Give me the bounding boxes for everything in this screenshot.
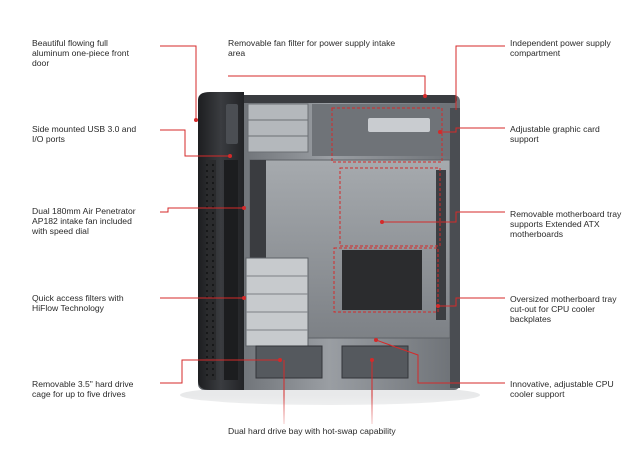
label-psu-compartment: Independent power supply compartment [510,38,611,58]
label-gpu-support: Adjustable graphic card support [510,124,600,144]
callout-dots [194,94,442,362]
rear-panel [450,108,460,388]
hdd-cage [245,257,309,347]
front-io-panel [226,104,238,144]
callout-lines [160,45,505,424]
label-hdd-bay: Dual hard drive bay with hot-swap capabi… [228,426,396,436]
case-top-panel [205,95,457,103]
hotswap-bay-left [255,345,323,379]
optical-bays [247,103,309,153]
label-hdd-cage: Removable 3.5" hard drive cage for up to… [32,379,134,399]
label-mb-tray: Removable motherboard tray supports Exte… [510,209,622,239]
highlight-boxes [331,107,443,313]
label-front-door: Beautiful flowing full aluminum one-piec… [32,38,129,68]
label-cpu-support: Innovative, adjustable CPU cooler suppor… [510,379,614,399]
front-vent-strip [206,160,216,380]
label-psu-filter: Removable fan filter for power supply in… [228,38,396,58]
label-usb-ports: Side mounted USB 3.0 and I/O ports [32,124,137,144]
intake-fan [250,160,266,260]
psu-filter-tab [368,118,430,132]
cpu-cutout [342,250,422,310]
cable-grommets [436,170,446,320]
hotswap-bay-right [341,345,409,379]
label-cpu-cutout: Oversized motherboard tray cut-out for C… [510,294,617,324]
reflection-fade [0,395,640,464]
label-intake-fan: Dual 180mm Air Penetrator AP182 intake f… [32,206,136,236]
front-door-panel [224,160,238,380]
label-filters: Quick access filters with HiFlow Technol… [32,293,124,313]
